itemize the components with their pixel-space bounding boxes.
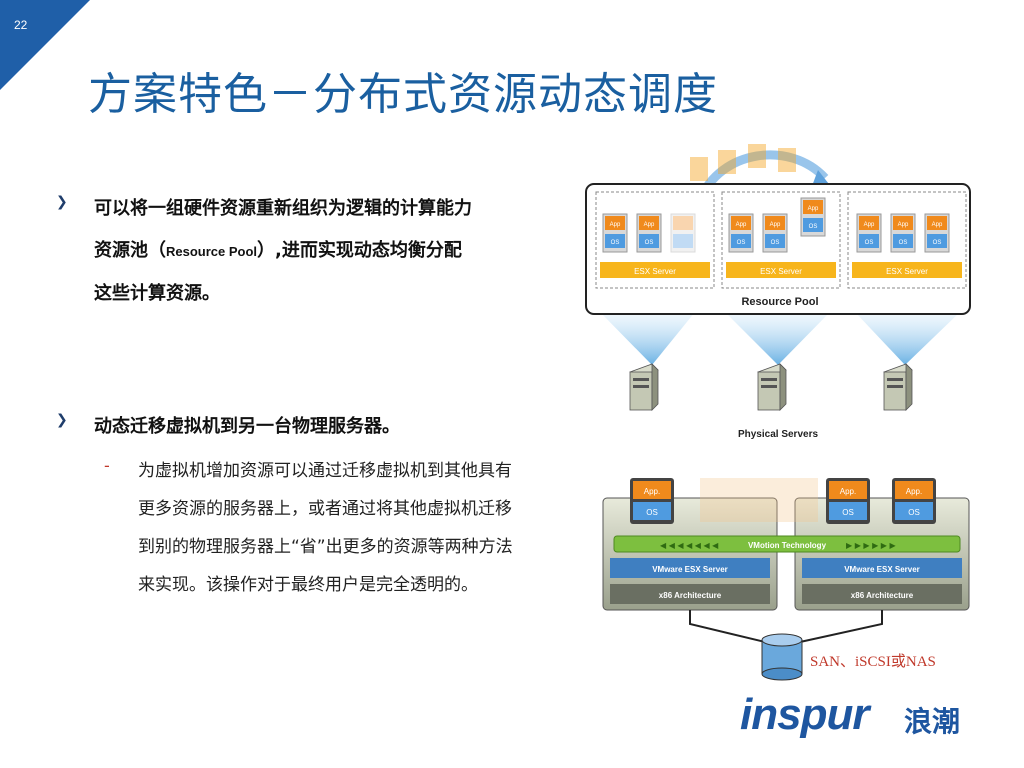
- inspur-logo: inspur: [740, 690, 869, 739]
- bullet-text: 动态迁移虚拟机到另一台物理服务器。: [94, 416, 400, 437]
- physical-server-icon: [757, 363, 787, 411]
- storage-label: SAN、iSCSI或NAS: [810, 654, 936, 670]
- svg-text:x86 Architecture: x86 Architecture: [659, 591, 722, 600]
- arch-bar-right: [802, 584, 962, 604]
- beam-left: [600, 312, 695, 365]
- svg-text:OS: OS: [737, 240, 746, 246]
- slide-title: 方案特色－分布式资源动态调度: [88, 69, 718, 120]
- vm-group-1: App OS App OS ESX Server: [600, 213, 710, 278]
- svg-text:OS: OS: [809, 224, 818, 230]
- storage-link-right: [799, 610, 883, 643]
- vm-right-1: App. OS: [826, 478, 870, 524]
- physical-servers-label: Physical Servers: [738, 429, 818, 440]
- svg-text:App: App: [644, 222, 655, 228]
- physical-server-icon: [883, 363, 913, 411]
- storage-cylinder-icon: [761, 633, 803, 681]
- migrating-vms: [690, 144, 796, 181]
- vm-group-3: App OS App OS App OS ESX Server: [852, 213, 962, 278]
- bullet-text-resource-pool: Resource Pool: [166, 244, 258, 259]
- vm-right-2: App. OS: [892, 478, 936, 524]
- beam-middle: [725, 312, 830, 365]
- svg-text:App: App: [610, 222, 621, 228]
- svg-text:OS: OS: [842, 508, 854, 517]
- sub-bullet-text: 为虚拟机增加资源可以通过迁移虚拟机到其他具有更多资源的服务器上，或者通过将其他虚…: [138, 461, 513, 595]
- svg-text:App.: App.: [840, 487, 856, 496]
- svg-text:VMware ESX Server: VMware ESX Server: [844, 565, 920, 574]
- esx-bar-right: [802, 558, 962, 578]
- svg-text:App: App: [898, 222, 909, 228]
- vmotion-bar: [613, 535, 961, 553]
- esx-bar-left: [610, 558, 770, 578]
- storage-link-left: [689, 610, 766, 643]
- bullet-migration: ❯ 动态迁移虚拟机到另一台物理服务器。: [56, 406, 476, 448]
- vmotion-arrows-right: ▶ ▶ ▶ ▶ ▶ ▶: [846, 541, 896, 550]
- vm-left: App. OS: [630, 478, 674, 524]
- bullet-text-part2: ）,进而实现动态均衡分配这些计算资源。: [94, 240, 462, 304]
- svg-text:OS: OS: [611, 240, 620, 246]
- svg-text:OS: OS: [645, 240, 654, 246]
- esx-server-label: ESX Server: [886, 267, 928, 276]
- bullet-resource-pool: ❯ 可以将一组硬件资源重新组织为逻辑的计算能力资源池（Resource Pool…: [56, 188, 476, 315]
- host-group-2: [721, 191, 841, 289]
- svg-text:App: App: [770, 222, 781, 228]
- sub-bullet: - 为虚拟机增加资源可以通过迁移虚拟机到其他具有更多资源的服务器上，或者通过将其…: [104, 452, 524, 604]
- dash-icon: -: [104, 456, 110, 475]
- vmotion-label: VMotion Technology: [748, 541, 827, 550]
- host-group-1: [595, 191, 715, 289]
- svg-text:OS: OS: [865, 240, 874, 246]
- physical-server-icon: [629, 363, 659, 411]
- resource-pool-label: Resource Pool: [741, 296, 818, 308]
- host-group-3: [847, 191, 967, 289]
- ghost-vms: [700, 478, 818, 522]
- svg-text:x86 Architecture: x86 Architecture: [851, 591, 914, 600]
- svg-text:App: App: [736, 222, 747, 228]
- svg-text:App: App: [932, 222, 943, 228]
- esx-server-label: ESX Server: [634, 267, 676, 276]
- svg-text:App: App: [864, 222, 875, 228]
- vm-group-2: App OS App OS App OS ESX Server: [726, 197, 836, 278]
- svg-text:App: App: [808, 206, 819, 212]
- svg-text:OS: OS: [908, 508, 920, 517]
- page-number: 22: [14, 18, 28, 32]
- corner-triangle: [0, 0, 90, 90]
- svg-text:App.: App.: [906, 487, 922, 496]
- vmotion-arrows-left: ◀ ◀ ◀ ◀ ◀ ◀ ◀: [660, 541, 719, 550]
- svg-text:VMware ESX Server: VMware ESX Server: [652, 565, 728, 574]
- svg-text:OS: OS: [771, 240, 780, 246]
- svg-text:App.: App.: [644, 487, 660, 496]
- arch-bar-left: [610, 584, 770, 604]
- beam-right: [855, 312, 960, 365]
- esx-server-label: ESX Server: [760, 267, 802, 276]
- bullet-text-part1: 可以将一组硬件资源重新组织为逻辑的计算能力资源池（: [94, 198, 472, 261]
- bullet-arrow-icon: ❯: [56, 412, 68, 428]
- svg-text:OS: OS: [899, 240, 908, 246]
- svg-text:OS: OS: [933, 240, 942, 246]
- bullet-arrow-icon: ❯: [56, 194, 68, 210]
- inspur-logo-cn: 浪潮: [904, 705, 961, 738]
- svg-text:OS: OS: [646, 508, 658, 517]
